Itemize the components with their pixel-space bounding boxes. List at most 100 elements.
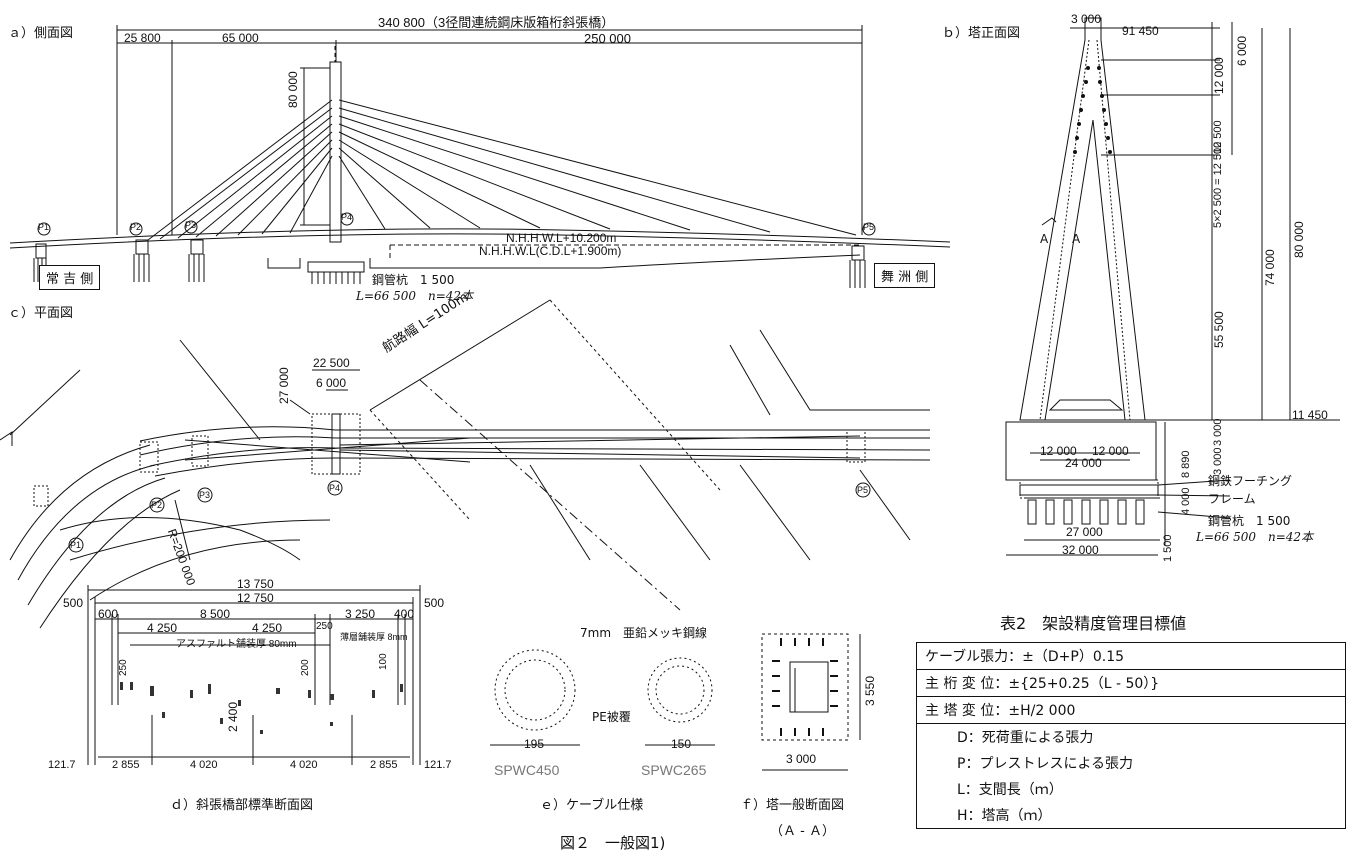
table-legend-row: D：死荷重による張力: [916, 723, 1346, 750]
left-side-name: 常 吉 側: [39, 265, 101, 290]
plan-pier-p1: P1: [70, 540, 82, 550]
plan-pier-p3: P3: [199, 490, 211, 500]
table-row: 主 塔 変 位：±H/2 000: [916, 696, 1346, 724]
table-row: ケーブル張力：±（D+P）0.15: [916, 642, 1346, 670]
tower-base-outer: 32 000: [1062, 543, 1099, 557]
pier-p1-label: P1: [38, 222, 50, 232]
tower-section-title: ｆ）塔一般断面図: [740, 798, 845, 813]
water-level-high: N.H.H.W.L+10.200m: [506, 231, 617, 245]
deck-depth: 2 400: [226, 701, 240, 732]
deck-inner-width: 12 750: [237, 591, 274, 605]
plan-view-drawing: [0, 299, 931, 629]
tower-dim-55500: 55 500: [1212, 311, 1226, 348]
tower-dim-12000: 12 000: [1212, 57, 1226, 94]
table-title: 表2 架設精度管理目標値: [1000, 614, 1187, 633]
cable-spec-drawing: [494, 649, 713, 731]
deck-small-250: 250: [118, 659, 129, 676]
cable-type-right: SPWC265: [641, 762, 707, 778]
tower-dim-74000: 74 000: [1263, 249, 1277, 286]
table-row: 主 桁 変 位：±{25+0.25（L - 50）}: [916, 669, 1346, 697]
span1-label: 25 800: [124, 31, 161, 45]
tower-dim-80000: 80 000: [1292, 221, 1306, 258]
plan-pier-p2: P2: [151, 500, 163, 510]
tolerance-table: ケーブル張力：±（D+P）0.15 主 桁 変 位：±{25+0.25（L - …: [916, 642, 1346, 829]
tower-section-subtitle: （Ａ - Ａ）: [770, 824, 835, 839]
pier-p5-label: P5: [863, 222, 875, 232]
plan-offset: 27 000: [277, 367, 291, 404]
legend-d: D：死荷重による張力: [916, 723, 1346, 750]
water-level-low: N.H.H.W.L(C.D.L+1.900m): [479, 244, 622, 258]
table-legend-row: P：プレストレスによる張力: [916, 750, 1346, 776]
deck-total-width: 13 750: [237, 577, 274, 591]
plan-width-inner: 6 000: [316, 376, 347, 390]
plan-view-title: ｃ）平面図: [8, 306, 74, 321]
side-view-title: ａ）側面図: [8, 26, 74, 41]
tower-inner-right: 12 000: [1092, 444, 1129, 458]
tower-top-width: 3 000: [1071, 12, 1102, 26]
side-view-drawing: [9, 25, 951, 288]
frame-label: フレーム: [1208, 492, 1256, 506]
overall-length-label: 340 800（3径間連続鋼床版箱桁斜張橋）: [378, 15, 615, 30]
tower-dim-4000: 4 000: [1180, 487, 1192, 515]
tower-dim-1500: 1 500: [1162, 534, 1174, 562]
tower-dim-6000: 6 000: [1235, 35, 1249, 66]
cable-wire-label: 7mm 亜鉛メッキ鋼線: [580, 626, 708, 640]
deck-small-100: 100: [378, 653, 389, 670]
deck-dim-8500: 8 500: [200, 607, 231, 621]
figure-caption: 図２ 一般図1): [560, 834, 666, 852]
deck-section-title: ｄ）斜張橋部標準断面図: [170, 798, 314, 813]
deck-bottom-dim-2: 2 855: [112, 759, 140, 771]
table-cell-cable-tension: ケーブル張力：±（D+P）0.15: [916, 642, 1346, 670]
tower-base-offset: 11 450: [1292, 408, 1328, 422]
legend-h: H：塔高（ｍ）: [916, 802, 1346, 829]
plan-pier-p5: P5: [857, 485, 869, 495]
footing-label: 鋼鉄フーチング: [1208, 474, 1293, 488]
span2-label: 65 000: [222, 31, 259, 45]
tower-inner-total: 24 000: [1065, 456, 1102, 470]
table-cell-girder-disp: 主 桁 変 位：±{25+0.25（L - 50）}: [916, 669, 1346, 697]
tower-pile-label: 鋼管杭 1 500: [1208, 514, 1291, 528]
tower-front-drawing: [1005, 17, 1340, 556]
table-cell-tower-disp: 主 塔 変 位：±H/2 000: [916, 696, 1346, 724]
pier-p3-label: P3: [185, 220, 197, 230]
cable-dia-right: 150: [671, 737, 692, 751]
tower-section-drawing: [761, 633, 861, 771]
tower-section-width: 3 000: [786, 752, 817, 766]
pier-p2-label: P2: [130, 222, 142, 232]
lane-dim-right: 4 250: [252, 621, 283, 635]
plan-width-total: 22 500: [313, 356, 350, 370]
tower-pile-spec: L=66 500 n=42本: [1196, 530, 1314, 544]
lane-dim-left: 4 250: [147, 621, 178, 635]
tower-inner-left: 12 000: [1040, 444, 1077, 458]
section-mark-right: A: [1072, 232, 1081, 246]
lane-dim-gap: 250: [316, 621, 333, 632]
right-side-name: 舞 洲 側: [874, 263, 936, 288]
deck-bottom-dim-5: 2 855: [370, 759, 398, 771]
legend-p: P：プレストレスによる張力: [916, 750, 1346, 776]
table-legend-row: H：塔高（ｍ）: [916, 802, 1346, 829]
tower-front-title: ｂ）塔正面図: [942, 26, 1021, 41]
deck-dim-400: 400: [394, 607, 415, 621]
tower-base-inner: 27 000: [1066, 525, 1103, 539]
deck-bottom-dim-4: 4 020: [290, 759, 318, 771]
table-legend-row: L：支間長（ｍ）: [916, 776, 1346, 802]
tower-half-span: 91 450: [1122, 24, 1159, 38]
side-pile-label: 鋼管杭 1 500: [372, 273, 455, 287]
deck-small-200: 200: [300, 659, 311, 676]
cable-coating-label: PE被覆: [592, 710, 631, 724]
deck-bottom-dim-6: 121.7: [424, 759, 452, 771]
cable-dia-left: 195: [524, 737, 545, 751]
plan-pier-p4: P4: [329, 483, 341, 493]
legend-l: L：支間長（ｍ）: [916, 776, 1346, 802]
span3-label: 250 000: [584, 31, 631, 46]
deck-edge-left: 500: [63, 596, 84, 610]
deck-bottom-dim-1: 121.7: [48, 759, 76, 771]
section-mark-left: A: [1040, 232, 1049, 246]
tower-dim-3000a: 3 000: [1212, 418, 1224, 446]
tower-dim-5x2500: 5×2 500 = 12 500: [1212, 141, 1224, 228]
tower-dim-8890: 8 890: [1180, 450, 1192, 478]
deck-dim-3250: 3 250: [345, 607, 376, 621]
cable-spec-title: ｅ）ケーブル仕様: [540, 798, 644, 813]
tower-dim-3000b: 3 000: [1212, 447, 1224, 475]
